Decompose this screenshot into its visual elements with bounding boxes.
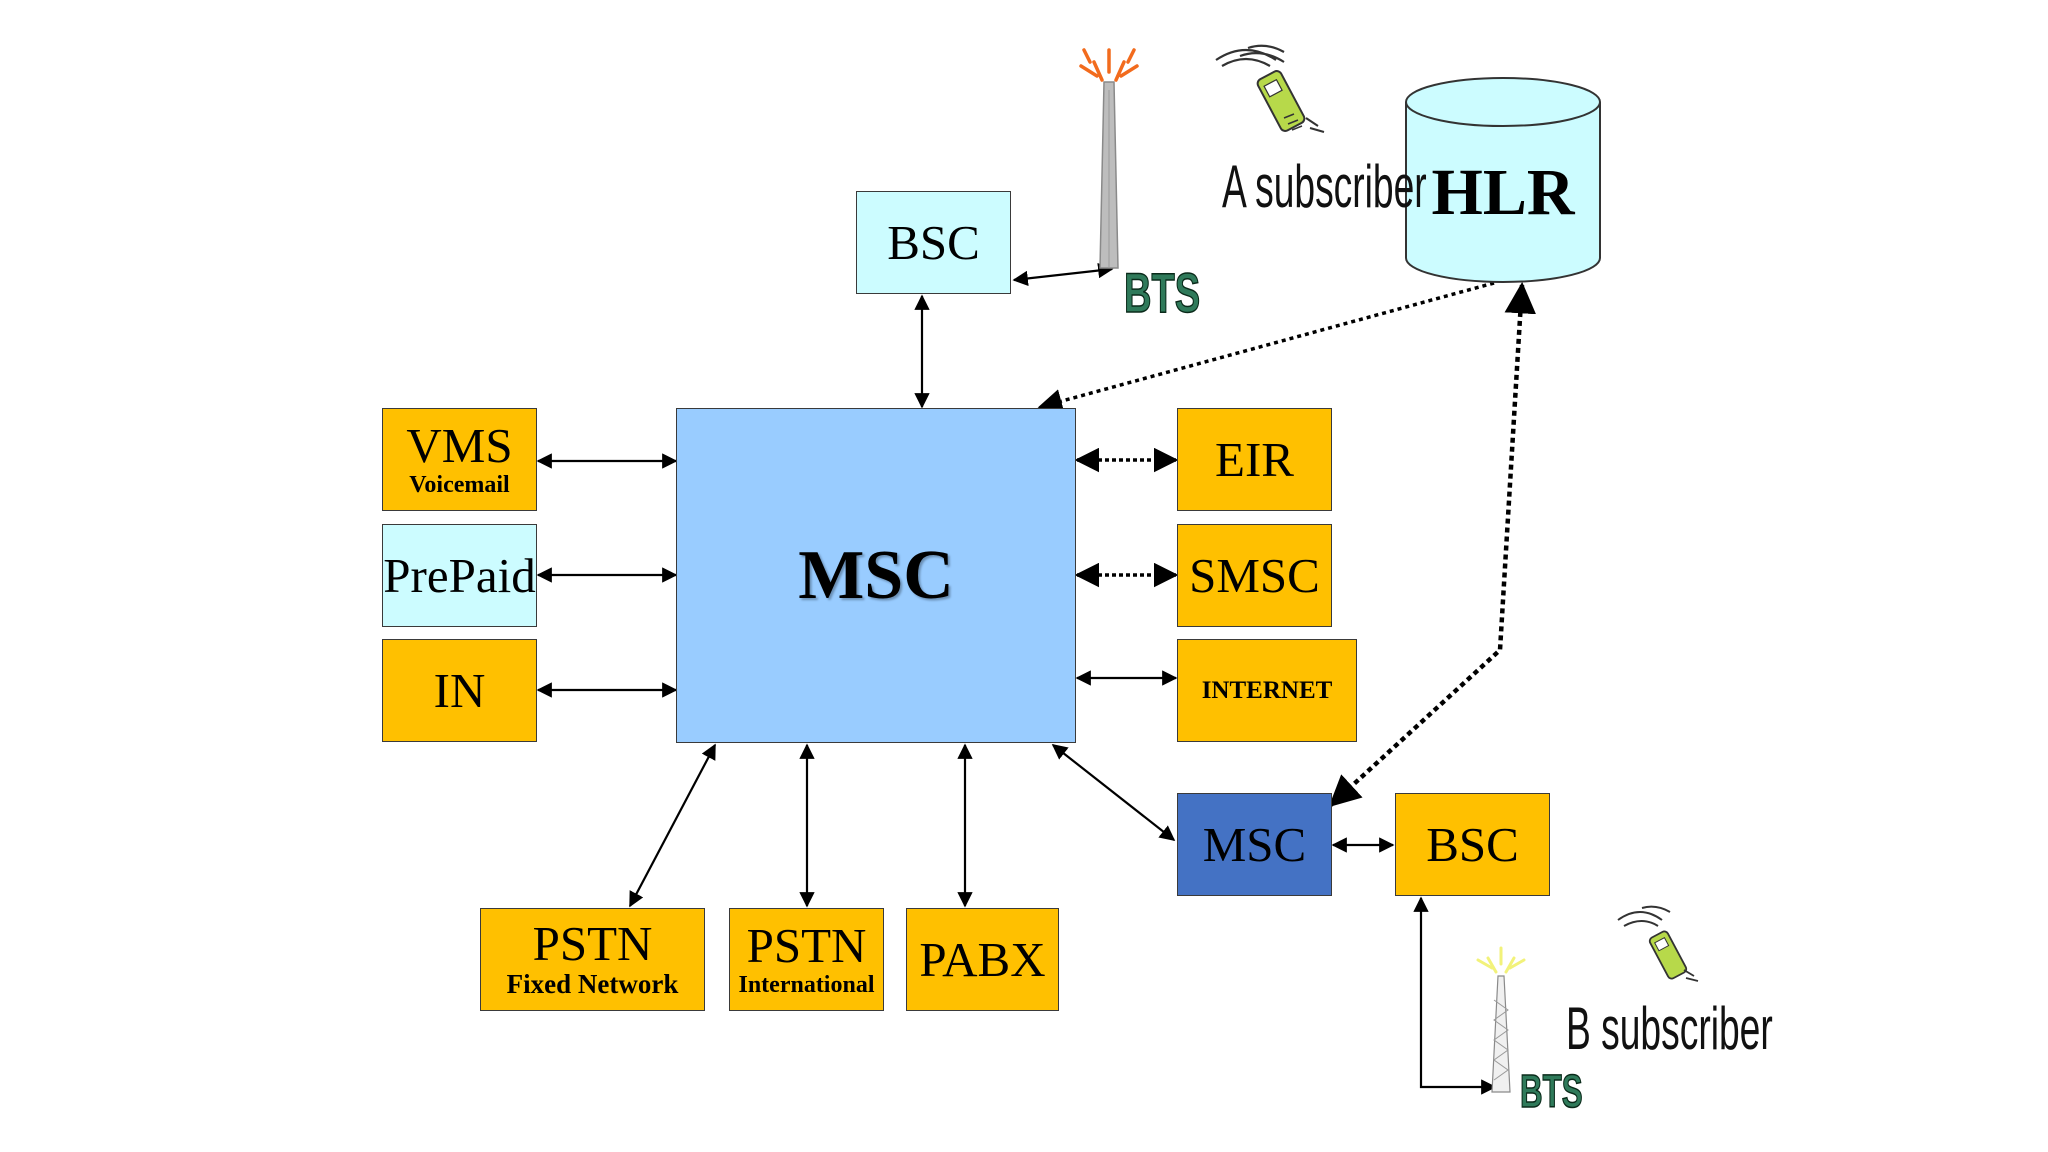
bts-tower-top-icon [1079,48,1139,269]
bsc-top-label: BSC [887,215,980,270]
in-node[interactable]: IN [382,639,537,742]
vms-node[interactable]: VMS Voicemail [382,408,537,511]
smsc-node[interactable]: SMSC [1177,524,1332,627]
b-subscriber-label: B subscriber [1566,995,1773,1062]
prepaid-label: PrePaid [383,548,536,603]
phone-a-subscriber-icon [1215,44,1325,133]
msc-remote-node[interactable]: MSC [1177,793,1332,896]
bts-tower-bottom-icon [1476,946,1526,1093]
phone-b-subscriber-icon [1617,905,1699,982]
eir-label: EIR [1215,432,1294,487]
pstn-intl-node[interactable]: PSTN International [729,908,884,1011]
pabx-node[interactable]: PABX [906,908,1059,1011]
hlr-label: HLR [1431,156,1575,229]
msc-main-label: MSC [798,536,954,614]
vms-sublabel: Voicemail [409,471,510,498]
vms-label: VMS [406,417,513,473]
pstn-fixed-sublabel: Fixed Network [506,969,679,1000]
pstn-intl-label: PSTN [746,917,867,973]
internet-label: INTERNET [1201,676,1333,704]
bsc-bts-bottom-link [1413,896,1497,1095]
a-subscriber-label: A subscriber [1222,153,1427,220]
eir-node[interactable]: EIR [1177,408,1332,511]
pstn-fixed-msc-link [629,743,716,908]
bsc-bottom-label: BSC [1426,817,1519,872]
smsc-label: SMSC [1189,548,1320,603]
bsc-top-node[interactable]: BSC [856,191,1011,294]
bts-bottom-label: BTS [1519,1064,1583,1118]
pstn-fixed-node[interactable]: PSTN Fixed Network [480,908,705,1011]
hlr-msc-link [1037,281,1495,414]
hlr-remote-msc-link [1328,281,1537,808]
msc-main-node[interactable]: MSC [676,408,1076,743]
bsc-bts-top-link [1012,262,1114,287]
bts-top-label: BTS [1123,260,1201,325]
pstn-fixed-label: PSTN [532,916,653,972]
msc-remote-msc-link [1051,744,1176,841]
in-label: IN [433,663,486,718]
pstn-intl-sublabel: International [738,971,875,998]
msc-remote-label: MSC [1202,817,1307,872]
pabx-label: PABX [919,932,1046,987]
internet-node[interactable]: INTERNET [1177,639,1357,742]
bsc-bottom-node[interactable]: BSC [1395,793,1550,896]
prepaid-node[interactable]: PrePaid [382,524,537,627]
